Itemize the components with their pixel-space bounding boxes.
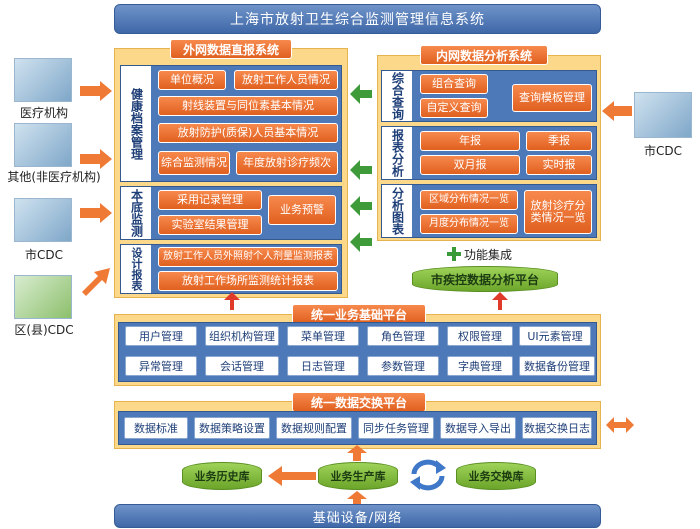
cdc-analysis-platform: 市疾控数据分析平台 [412, 266, 558, 292]
bp-permission-mgmt[interactable]: 权限管理 [447, 326, 513, 346]
item-query-template[interactable]: 查询模板管理 [512, 84, 592, 112]
green-arrows [350, 84, 372, 252]
arrow-right-icon [80, 149, 112, 169]
report-label: 报表分析 [390, 129, 405, 177]
item-quarterly-report[interactable]: 季报 [526, 131, 592, 151]
item-monitoring[interactable]: 综合监测情况 [158, 151, 230, 175]
sync-icon [410, 459, 446, 491]
item-bimonthly-report[interactable]: 双月报 [420, 155, 520, 175]
arrow-left-icon [268, 466, 316, 486]
source-label-non-medical: 其他(非医疗机构) [7, 170, 101, 184]
arrow-up-right-icon [82, 268, 110, 296]
bp-menu-mgmt[interactable]: 菜单管理 [287, 326, 359, 346]
bp-exception-mgmt[interactable]: 异常管理 [125, 356, 197, 376]
source-label-hospital: 医疗机构 [19, 106, 68, 120]
item-monthly-distribution[interactable]: 月度分布情况一览 [420, 214, 518, 234]
bp-ui-element-mgmt[interactable]: UI元素管理 [519, 326, 591, 346]
item-region-distribution[interactable]: 区域分布情况一览 [420, 190, 518, 210]
exchange-platform-title: 统一数据交换平台 [292, 392, 426, 412]
item-annual-frequency[interactable]: 年度放射诊疗频次 [236, 151, 338, 175]
integration-label: 功能集成 [464, 248, 513, 262]
bp-backup-mgmt[interactable]: 数据备份管理 [519, 356, 595, 376]
report-label-bg [382, 127, 412, 179]
bp-session-mgmt[interactable]: 会话管理 [205, 356, 279, 376]
source-label-district-cdc: 区(县)CDC [14, 323, 74, 337]
source-label-city-cdc: 市CDC [25, 248, 63, 262]
item-lab-results[interactable]: 实验室结果管理 [158, 215, 262, 235]
bp-role-mgmt[interactable]: 角色管理 [367, 326, 439, 346]
ex-import-export[interactable]: 数据导入导出 [440, 417, 516, 439]
design-reports-label: 设计报表 [130, 247, 143, 291]
ex-strategy-setting[interactable]: 数据策略设置 [194, 417, 270, 439]
item-unit-overview[interactable]: 单位概况 [158, 70, 226, 90]
arrow-left-icon [350, 84, 372, 104]
item-diagnosis-classification[interactable]: 放射诊疗分类情况一览 [524, 190, 592, 234]
ex-exchange-log[interactable]: 数据交换日志 [522, 417, 592, 439]
arrow-up-icon [347, 445, 367, 461]
item-dose-report[interactable]: 放射工作人员外照射个人剂量监测报表 [158, 247, 338, 267]
platform-up-arrows [224, 292, 508, 310]
db-up-arrow [347, 445, 367, 461]
monitoring-label: 本底监测 [129, 189, 144, 237]
arrow-up-icon [224, 292, 240, 310]
item-combo-query[interactable]: 组合查询 [420, 74, 488, 94]
non-medical-building-icon [14, 123, 72, 167]
item-workplace-report[interactable]: 放射工作场所监测统计报表 [158, 271, 338, 291]
health-records-label-bg [121, 66, 151, 181]
arrow-left-icon [602, 101, 632, 121]
right-city-cdc-building-icon [634, 92, 692, 138]
arrow-up-icon [347, 491, 367, 507]
db-exchange: 业务交换库 [456, 462, 536, 490]
internal-system-title: 内网数据分析系统 [420, 45, 548, 65]
db-history: 业务历史库 [182, 462, 262, 490]
item-staff-status[interactable]: 放射工作人员情况 [234, 70, 338, 90]
db-footer-arrow [347, 491, 367, 507]
bp-parameter-mgmt[interactable]: 参数管理 [367, 356, 439, 376]
arrow-left-icon [350, 160, 372, 180]
design-label-bg [121, 245, 151, 293]
plus-icon [447, 247, 461, 261]
monitoring-label-bg [121, 187, 151, 239]
right-source-arrow [602, 101, 632, 121]
item-protection-staff[interactable]: 放射防护(质保)人员基本情况 [158, 123, 338, 143]
external-system-title: 外网数据直报系统 [170, 39, 292, 59]
district-cdc-building-icon [14, 275, 72, 319]
arrow-right-icon [80, 81, 112, 101]
business-platform-title: 统一业务基础平台 [292, 304, 426, 324]
arrow-left-icon [350, 196, 372, 216]
bp-log-mgmt[interactable]: 日志管理 [287, 356, 359, 376]
item-sampling-records[interactable]: 采用记录管理 [158, 190, 262, 210]
footer-infrastructure: 基础设备/网络 [114, 504, 601, 528]
arrow-up-icon [492, 292, 508, 310]
query-label: 综合查询 [390, 72, 405, 120]
item-custom-query[interactable]: 自定义查询 [420, 98, 488, 118]
bp-user-mgmt[interactable]: 用户管理 [125, 326, 197, 346]
health-records-label: 健康档案管理 [129, 87, 144, 160]
arrow-left-icon [350, 232, 372, 252]
ex-data-standard[interactable]: 数据标准 [124, 417, 188, 439]
query-label-bg [382, 71, 412, 121]
arrow-right-icon [80, 203, 112, 223]
bp-dictionary-mgmt[interactable]: 字典管理 [447, 356, 513, 376]
system-title: 上海市放射卫生综合监测管理信息系统 [114, 4, 601, 34]
ex-sync-task[interactable]: 同步任务管理 [358, 417, 434, 439]
city-cdc-building-icon [14, 198, 72, 242]
chart-label-bg [382, 185, 412, 237]
double-arrow-icon [606, 417, 634, 433]
right-source-label: 市CDC [644, 144, 682, 158]
bp-org-mgmt[interactable]: 组织机构管理 [205, 326, 279, 346]
chart-label: 分析图表 [390, 187, 405, 235]
item-business-alert[interactable]: 业务预警 [268, 195, 336, 225]
db-link-arrow [268, 466, 316, 486]
ex-rule-config[interactable]: 数据规则配置 [276, 417, 352, 439]
db-production: 业务生产库 [318, 462, 398, 490]
hospital-building-icon [14, 58, 72, 102]
item-realtime-report[interactable]: 实时报 [526, 155, 592, 175]
source-arrows [80, 81, 112, 296]
exchange-side-arrow [606, 417, 634, 433]
item-ray-devices[interactable]: 射线装置与同位素基本情况 [158, 96, 338, 116]
item-annual-report[interactable]: 年报 [420, 131, 520, 151]
